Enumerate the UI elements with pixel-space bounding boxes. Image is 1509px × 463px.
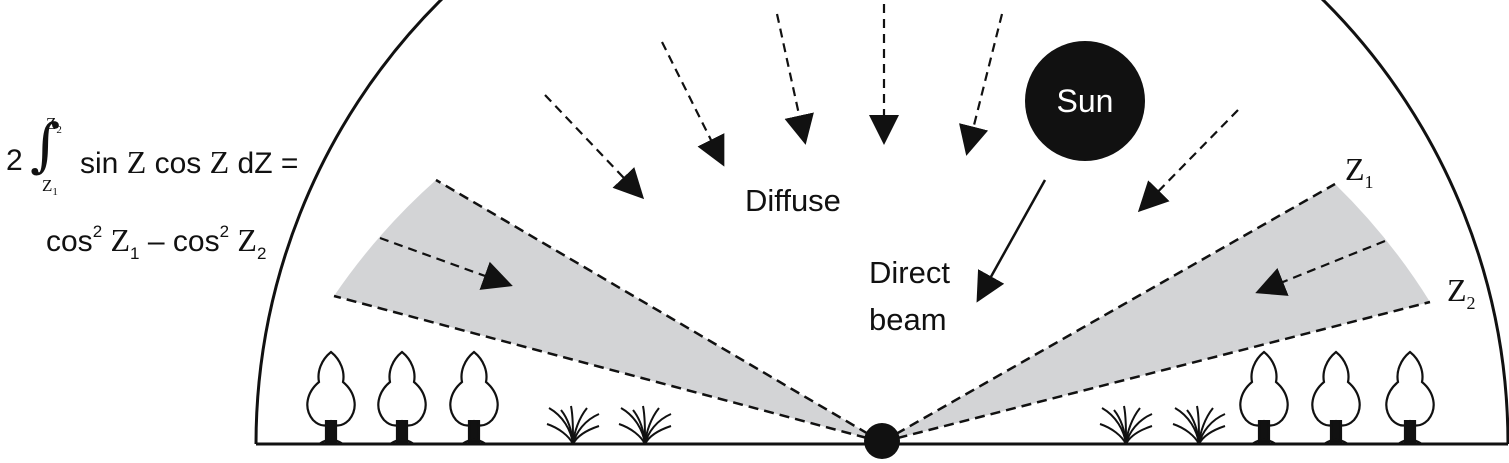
formula-coefficient: 2: [6, 144, 23, 177]
formula-result: cos2 Z1 – cos2 Z2: [46, 222, 267, 263]
direct-beam-label-line1: Direct: [869, 255, 950, 290]
tree-icon: [377, 350, 427, 445]
integral-sign-icon: ∫: [30, 111, 61, 179]
diffuse-arrows: [379, 4, 1386, 296]
right-sky-band: [882, 184, 1430, 442]
formula-integrand: sin Z cos Z dZ =: [80, 144, 299, 180]
sun-label: Sun: [1057, 83, 1114, 119]
integral-lower-limit: Z1: [42, 176, 58, 198]
integral-upper-limit: Z2: [46, 114, 62, 136]
grass-icon: [1099, 405, 1153, 445]
grass-tufts: [546, 405, 1226, 445]
diffuse-arrow: [1255, 239, 1386, 296]
left-z1-line: [435, 178, 883, 444]
diffuse-label: Diffuse: [745, 183, 841, 218]
sun-disc: [1025, 41, 1145, 161]
hemisphere-arc: [254, 0, 1509, 445]
direct-beam-label-line2: beam: [869, 302, 947, 337]
diffuse-arrow: [661, 41, 725, 167]
diffuse-arrow: [1137, 109, 1239, 213]
tree-icon: [1385, 350, 1435, 445]
band-boundaries: [333, 178, 1431, 444]
direct-beam-arrow: [976, 179, 1047, 303]
diffuse-arrow: [775, 13, 814, 145]
right-z2-line: [881, 300, 1431, 444]
left-z2-line: [333, 294, 883, 444]
right-z1-line: [881, 182, 1336, 444]
observer-point: [864, 423, 900, 459]
grass-icon: [546, 405, 600, 445]
tree-icon: [306, 350, 356, 445]
grass-icon: [1172, 405, 1226, 445]
z1-label: Z1: [1345, 151, 1374, 192]
diffuse-arrow: [959, 13, 1004, 156]
trees-left: [306, 350, 499, 445]
grass-icon: [618, 405, 672, 445]
tree-icon: [449, 350, 499, 445]
tree-icon: [1239, 350, 1289, 445]
trees-right: [1239, 350, 1435, 445]
diffuse-arrow: [379, 236, 513, 290]
tree-icon: [1311, 350, 1361, 445]
left-sky-band: [334, 180, 882, 442]
z2-label: Z2: [1447, 272, 1476, 313]
diffuse-arrow: [544, 94, 645, 200]
